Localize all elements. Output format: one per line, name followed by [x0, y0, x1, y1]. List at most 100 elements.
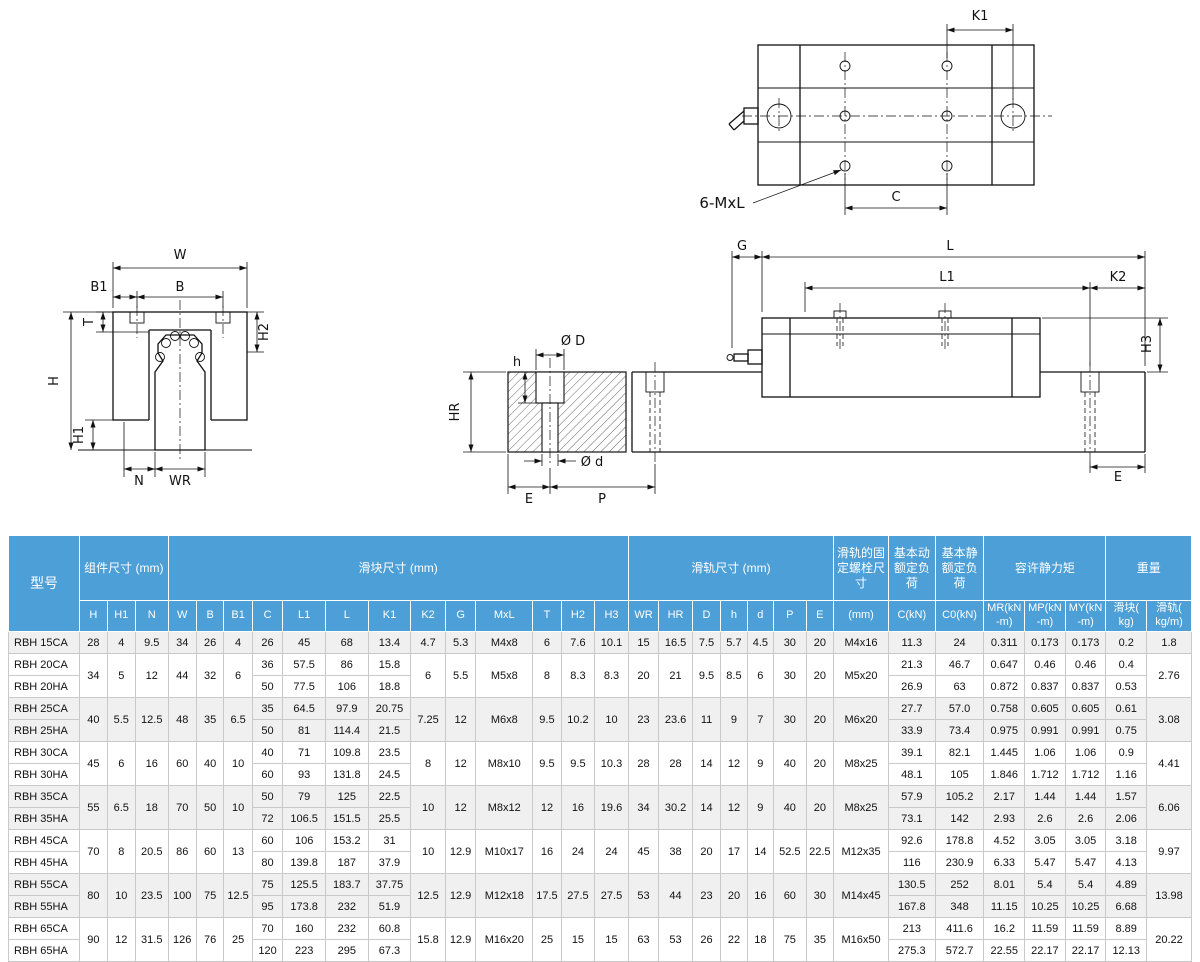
header-sub-cell: G — [444, 600, 477, 632]
spec-value-cell: 26 — [195, 631, 225, 654]
model-cell: RBH 45HA — [7, 851, 81, 874]
spec-value-cell: 8.3 — [560, 653, 596, 698]
spec-value-cell: 60 — [251, 763, 284, 786]
spec-value-cell: M12x18 — [475, 873, 534, 918]
spec-value-cell: 12.9 — [444, 829, 477, 874]
model-cell: RBH 25CA — [7, 697, 81, 720]
spec-value-cell: 92.6 — [887, 829, 936, 852]
spec-value-cell: 2.93 — [983, 807, 1026, 830]
spec-value-cell: 6.06 — [1146, 785, 1192, 830]
spec-value-cell: M8x10 — [475, 741, 534, 786]
spec-value-cell: 0.872 — [983, 675, 1026, 698]
spec-value-cell: 20.22 — [1146, 917, 1192, 962]
spec-value-cell: 57.5 — [282, 653, 326, 676]
spec-value-cell: 30 — [805, 873, 835, 918]
spec-value-cell: 10.1 — [594, 631, 629, 654]
spec-value-cell: 30 — [773, 631, 807, 654]
spec-value-cell: 50 — [251, 719, 284, 742]
spec-value-cell: 97.9 — [324, 697, 369, 720]
spec-value-cell: 9.97 — [1146, 829, 1192, 874]
spec-value-cell: 9.5 — [691, 653, 722, 698]
spec-value-cell: 9.5 — [134, 631, 169, 654]
header-sub-cell: C0(kN) — [934, 600, 985, 632]
spec-value-cell: 22.17 — [1064, 939, 1107, 962]
spec-value-cell: 48.1 — [887, 763, 936, 786]
spec-value-cell: 0.647 — [983, 653, 1026, 676]
spec-value-cell: 5.4 — [1024, 873, 1066, 896]
spec-value-cell: 13.4 — [367, 631, 412, 654]
spec-value-cell: 5.5 — [106, 697, 136, 742]
dim-wr-label: WR — [169, 474, 191, 489]
spec-value-cell: 34 — [627, 785, 660, 830]
dim-w-label: W — [174, 248, 187, 263]
spec-value-cell: 16.5 — [658, 631, 693, 654]
spec-value-cell: 0.758 — [983, 697, 1026, 720]
spec-value-cell: 51.9 — [367, 895, 412, 918]
spec-value-cell: 11.59 — [1024, 917, 1066, 940]
spec-value-cell: 86 — [167, 829, 197, 874]
spec-value-cell: 6 — [746, 653, 775, 698]
spec-value-cell: 213 — [887, 917, 936, 940]
spec-value-cell: 6.5 — [106, 785, 136, 830]
spec-value-cell: 21.5 — [367, 719, 412, 742]
spec-value-cell: 37.75 — [367, 873, 412, 896]
spec-value-cell: 12.5 — [223, 873, 253, 918]
spec-value-cell: 1.44 — [1064, 785, 1107, 808]
header-sub-cell: B1 — [223, 600, 253, 632]
header-group-row: 型号组件尺寸 (mm)滑块尺寸 (mm)滑轨尺寸 (mm)滑轨的固定螺栓尺寸基本… — [7, 535, 1192, 632]
spec-value-cell: 10 — [410, 785, 446, 830]
spec-value-cell: 53 — [627, 873, 660, 918]
header-sub-cell: H1 — [106, 600, 136, 632]
spec-value-cell: 21.3 — [887, 653, 936, 676]
spec-value-cell: 28 — [627, 741, 660, 786]
spec-value-cell: M4x16 — [833, 631, 889, 654]
spec-value-cell: 0.75 — [1105, 719, 1148, 742]
spec-value-cell: 16.2 — [983, 917, 1026, 940]
spec-value-cell: 10 — [594, 697, 629, 742]
spec-value-cell: 48 — [167, 697, 197, 742]
header-sub-cell: H3 — [594, 600, 629, 632]
spec-value-cell: 18.8 — [367, 675, 412, 698]
spec-value-cell: 5.7 — [720, 631, 748, 654]
header-sub-cell: HR — [658, 600, 693, 632]
spec-value-cell: 70 — [251, 917, 284, 940]
spec-value-cell: 4.41 — [1146, 741, 1192, 786]
dim-h-label: H — [47, 376, 62, 386]
spec-value-cell: 0.61 — [1105, 697, 1148, 720]
header-group-cell: 滑轨的固定螺栓尺寸 — [833, 535, 889, 601]
spec-value-cell: 19.6 — [594, 785, 629, 830]
spec-value-cell: 109.8 — [324, 741, 369, 764]
spec-value-cell: 6.5 — [223, 697, 253, 742]
spec-value-cell: 22.55 — [983, 939, 1026, 962]
spec-value-cell: 20 — [805, 741, 835, 786]
spec-value-cell: 8.89 — [1105, 917, 1148, 940]
model-cell: RBH 15CA — [7, 631, 81, 654]
spec-value-cell: 30 — [773, 697, 807, 742]
spec-value-cell: 28 — [658, 741, 693, 786]
header-sub-cell: d — [746, 600, 775, 632]
spec-value-cell: 27.5 — [560, 873, 596, 918]
spec-value-cell: 16 — [532, 829, 562, 874]
spec-value-cell: 23.5 — [134, 873, 169, 918]
header-sub-cell: T — [532, 600, 562, 632]
spec-value-cell: 12 — [444, 785, 477, 830]
spec-value-cell: 6.33 — [983, 851, 1026, 874]
spec-value-cell: 0.975 — [983, 719, 1026, 742]
spec-value-cell: 151.5 — [324, 807, 369, 830]
spec-value-cell: 178.8 — [934, 829, 985, 852]
header-sub-cell: C — [251, 600, 284, 632]
spec-value-cell: 4.13 — [1105, 851, 1148, 874]
spec-value-cell: 105 — [934, 763, 985, 786]
spec-value-cell: 106 — [282, 829, 326, 852]
header-sub-cell: W — [167, 600, 197, 632]
spec-value-cell: 8.01 — [983, 873, 1026, 896]
spec-value-cell: 0.46 — [1024, 653, 1066, 676]
spec-value-cell: 252 — [934, 873, 985, 896]
spec-value-cell: 0.46 — [1064, 653, 1107, 676]
spec-value-cell: M8x12 — [475, 785, 534, 830]
spec-value-cell: 7.6 — [560, 631, 596, 654]
header-sub-cell: P — [773, 600, 807, 632]
model-cell: RBH 20HA — [7, 675, 81, 698]
